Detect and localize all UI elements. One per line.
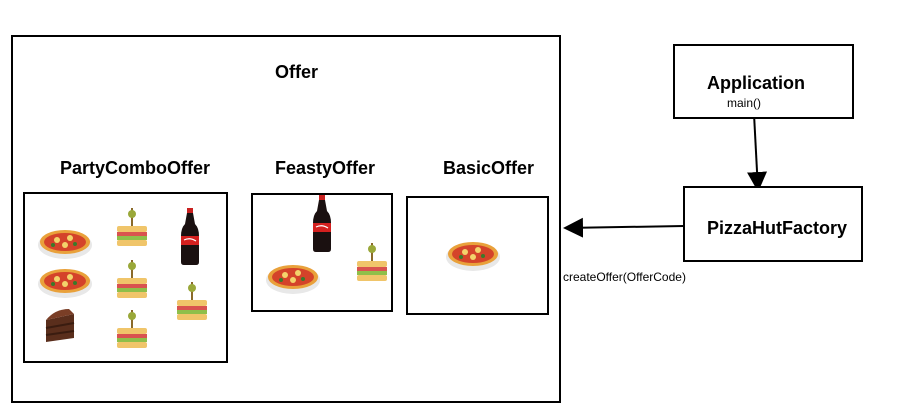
cola-bottle-icon [181,208,199,265]
party-combo-offer-box [23,192,228,363]
feasty-offer-box [251,193,393,312]
party-combo-offer-label: PartyComboOffer [60,158,211,178]
application-main-method: main() [727,96,762,110]
application-label: Application [707,73,805,93]
pizza-icon [266,265,320,294]
sandwich-icon [117,310,147,348]
application-box [673,44,854,119]
cake-slice-icon [45,309,75,342]
sandwich-icon [117,260,147,298]
pizza-hut-factory-box [683,186,863,262]
pizza-hut-factory-label: PizzaHutFactory [707,218,848,238]
feasty-offer-label: FeastyOffer [275,158,376,178]
pizza-icon [446,242,500,271]
basic-offer-box [406,196,549,315]
create-offer-call-label: createOffer(OfferCode) [563,270,686,284]
basic-offer-label: BasicOffer [443,158,535,178]
sandwich-icon [117,208,147,246]
pizza-icon [38,269,92,298]
sandwich-icon [177,282,207,320]
cola-bottle-icon [313,195,331,252]
pizza-icon [38,230,92,259]
sandwich-icon [357,243,387,281]
offer-label: Offer [275,62,319,82]
